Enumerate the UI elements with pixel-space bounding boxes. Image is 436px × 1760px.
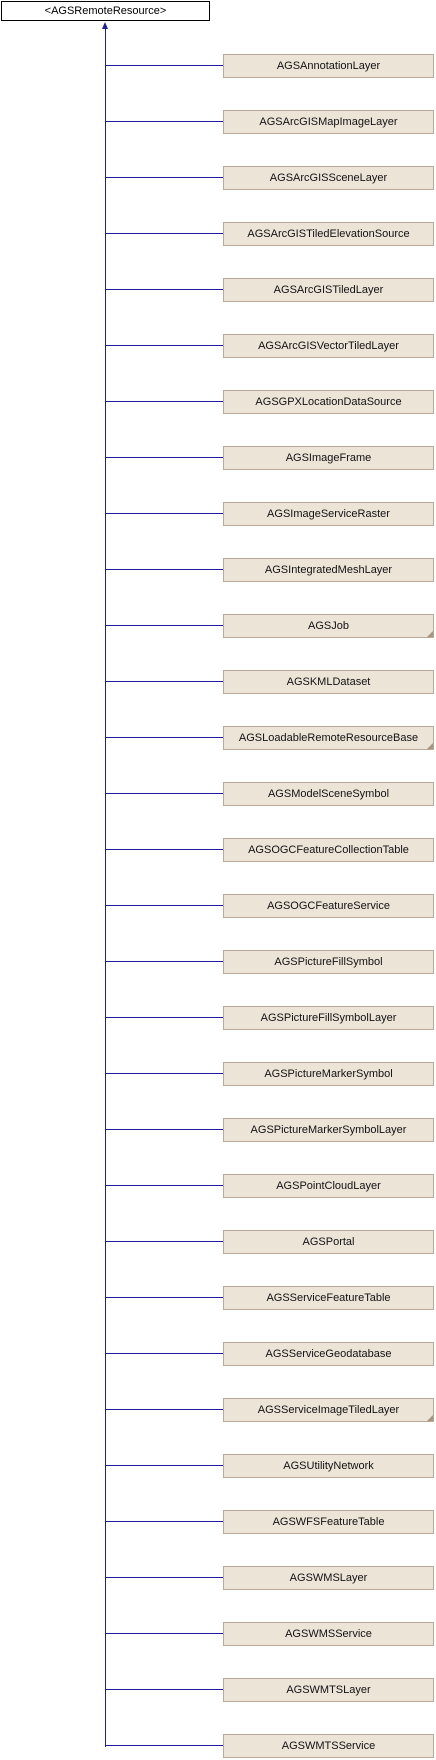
class-node[interactable]: AGSArcGISMapImageLayer <box>223 110 434 134</box>
class-node[interactable]: AGSUtilityNetwork <box>223 1454 434 1478</box>
connector-branch <box>105 905 223 906</box>
class-node[interactable]: AGSWMTSLayer <box>223 1678 434 1702</box>
inheritance-arrow-icon <box>102 22 108 29</box>
class-node[interactable]: AGSServiceFeatureTable <box>223 1286 434 1310</box>
class-node[interactable]: AGSPictureMarkerSymbol <box>223 1062 434 1086</box>
connector-branch <box>105 289 223 290</box>
class-node[interactable]: AGSGPXLocationDataSource <box>223 390 434 414</box>
connector-branch <box>105 1465 223 1466</box>
class-node[interactable]: AGSOGCFeatureService <box>223 894 434 918</box>
connector-branch <box>105 1353 223 1354</box>
class-node[interactable]: AGSModelSceneSymbol <box>223 782 434 806</box>
connector-trunk <box>105 28 106 1747</box>
class-node[interactable]: AGSIntegratedMeshLayer <box>223 558 434 582</box>
connector-branch <box>105 513 223 514</box>
connector-branch <box>105 849 223 850</box>
class-node[interactable]: AGSKMLDataset <box>223 670 434 694</box>
class-node[interactable]: AGSArcGISVectorTiledLayer <box>223 334 434 358</box>
connector-branch <box>105 793 223 794</box>
connector-branch <box>105 1521 223 1522</box>
connector-branch <box>105 1017 223 1018</box>
connector-branch <box>105 737 223 738</box>
class-node[interactable]: AGSJob <box>223 614 434 638</box>
connector-branch <box>105 681 223 682</box>
class-node[interactable]: AGSWMSLayer <box>223 1566 434 1590</box>
class-node[interactable]: AGSArcGISTiledElevationSource <box>223 222 434 246</box>
class-node[interactable]: AGSPictureFillSymbol <box>223 950 434 974</box>
class-node[interactable]: AGSServiceGeodatabase <box>223 1342 434 1366</box>
class-node[interactable]: AGSArcGISTiledLayer <box>223 278 434 302</box>
connector-branch <box>105 121 223 122</box>
root-class-box[interactable]: <AGSRemoteResource> <box>1 1 210 21</box>
class-node[interactable]: AGSArcGISSceneLayer <box>223 166 434 190</box>
class-node[interactable]: AGSLoadableRemoteResourceBase <box>223 726 434 750</box>
connector-branch <box>105 1409 223 1410</box>
class-node[interactable]: AGSPointCloudLayer <box>223 1174 434 1198</box>
connector-branch <box>105 457 223 458</box>
connector-branch <box>105 1689 223 1690</box>
connector-branch <box>105 1129 223 1130</box>
connector-branch <box>105 1185 223 1186</box>
class-node[interactable]: AGSPictureFillSymbolLayer <box>223 1006 434 1030</box>
connector-branch <box>105 569 223 570</box>
class-node[interactable]: AGSWFSFeatureTable <box>223 1510 434 1534</box>
class-node[interactable]: AGSPictureMarkerSymbolLayer <box>223 1118 434 1142</box>
connector-branch <box>105 1633 223 1634</box>
connector-branch <box>105 177 223 178</box>
connector-branch <box>105 1241 223 1242</box>
connector-branch <box>105 1297 223 1298</box>
connector-branch <box>105 1745 223 1746</box>
connector-branch <box>105 625 223 626</box>
connector-branch <box>105 65 223 66</box>
connector-branch <box>105 401 223 402</box>
class-node[interactable]: AGSWMTSService <box>223 1734 434 1758</box>
connector-branch <box>105 961 223 962</box>
class-node[interactable]: AGSPortal <box>223 1230 434 1254</box>
connector-branch <box>105 1577 223 1578</box>
class-node[interactable]: AGSImageFrame <box>223 446 434 470</box>
class-node[interactable]: AGSOGCFeatureCollectionTable <box>223 838 434 862</box>
class-node[interactable]: AGSServiceImageTiledLayer <box>223 1398 434 1422</box>
connector-branch <box>105 1073 223 1074</box>
class-node[interactable]: AGSImageServiceRaster <box>223 502 434 526</box>
connector-branch <box>105 233 223 234</box>
class-node[interactable]: AGSAnnotationLayer <box>223 54 434 78</box>
class-node[interactable]: AGSWMSService <box>223 1622 434 1646</box>
connector-branch <box>105 345 223 346</box>
